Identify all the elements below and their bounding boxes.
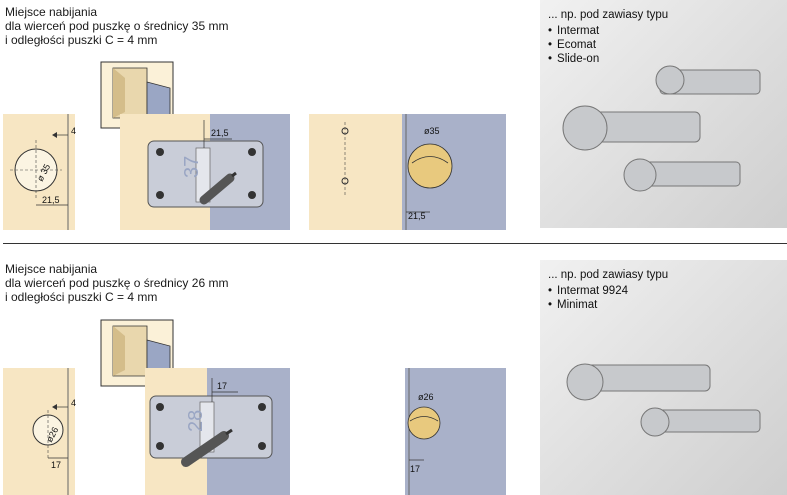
- hinge-illustration: [566, 363, 761, 437]
- hinge-item: Intermat: [548, 24, 668, 38]
- edge-distance-label: 4: [71, 126, 76, 136]
- heading-line-3: i odległości puszki C = 4 mm: [5, 33, 158, 47]
- section-heading: Miejsce nabijania dla wierceń pod puszkę…: [5, 262, 228, 304]
- jig-size-label: 28: [185, 410, 207, 432]
- heading-line-2: dla wierceń pod puszkę o średnicy 26 mm: [5, 276, 229, 290]
- heading-line-2: dla wierceń pod puszkę o średnicy 35 mm: [5, 19, 229, 33]
- wood-panel-right: [309, 114, 402, 230]
- heading-line-3: i odległości puszki C = 4 mm: [5, 290, 158, 304]
- hinge-item: Slide-on: [548, 52, 668, 66]
- hinge-item: Ecomat: [548, 38, 668, 52]
- heading-line-1: Miejsce nabijania: [5, 5, 98, 19]
- hinge-photo-35: ... np. pod zawiasy typu Intermat Ecomat…: [540, 0, 787, 228]
- heading-line-1: Miejsce nabijania: [5, 262, 98, 276]
- cup-diameter-label: ø26: [418, 392, 434, 402]
- jig-size-label: 37: [181, 156, 203, 178]
- offset-label: 21,5: [42, 195, 60, 205]
- section-35mm: Miejsce nabijania dla wierceń pod puszkę…: [0, 0, 787, 243]
- drilling-jig: 37: [147, 140, 264, 208]
- section-26mm: Miejsce nabijania dla wierceń pod puszkę…: [0, 250, 787, 495]
- cup-offset-label: 17: [410, 464, 420, 474]
- punch-tool: [199, 171, 237, 205]
- cup-diameter-label: ø35: [424, 126, 440, 136]
- hinge-photo-26: ... np. pod zawiasy typu Intermat 9924 M…: [540, 260, 787, 495]
- hinge-item: Minimat: [548, 298, 668, 312]
- offset-label: 17: [51, 460, 61, 470]
- hinge-list: Intermat 9924 Minimat: [548, 284, 668, 312]
- photo-caption: ... np. pod zawiasy typu: [548, 9, 669, 21]
- cup-hole: [407, 143, 453, 189]
- cup-hole: [407, 406, 441, 440]
- edge-distance-label: 4: [71, 398, 76, 408]
- hinge-list: Intermat Ecomat Slide-on: [548, 24, 668, 66]
- jig-offset-label: 17: [217, 381, 227, 391]
- punch-tool: [181, 428, 233, 467]
- cup-offset-label: 21,5: [408, 211, 426, 221]
- section-heading: Miejsce nabijania dla wierceń pod puszkę…: [5, 5, 228, 47]
- drilling-diagram-35: ø 35 4 21,5 37 21,5: [3, 61, 506, 230]
- photo-caption: ... np. pod zawiasy typu: [548, 269, 669, 281]
- jig-offset-label: 21,5: [211, 128, 229, 138]
- section-divider: [3, 243, 787, 244]
- drilling-diagram-26: ø26 4 17 28 17 ø26: [3, 319, 506, 495]
- hinge-illustration: [562, 65, 761, 192]
- hinge-item: Intermat 9924: [548, 284, 668, 298]
